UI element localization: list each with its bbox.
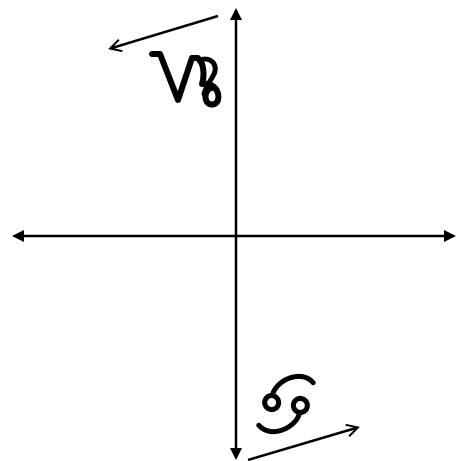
cancer-icon <box>256 374 316 434</box>
capricorn-direction-arrow <box>112 14 219 48</box>
cancer-direction-arrow <box>247 428 356 461</box>
capricorn-icon <box>149 51 222 108</box>
